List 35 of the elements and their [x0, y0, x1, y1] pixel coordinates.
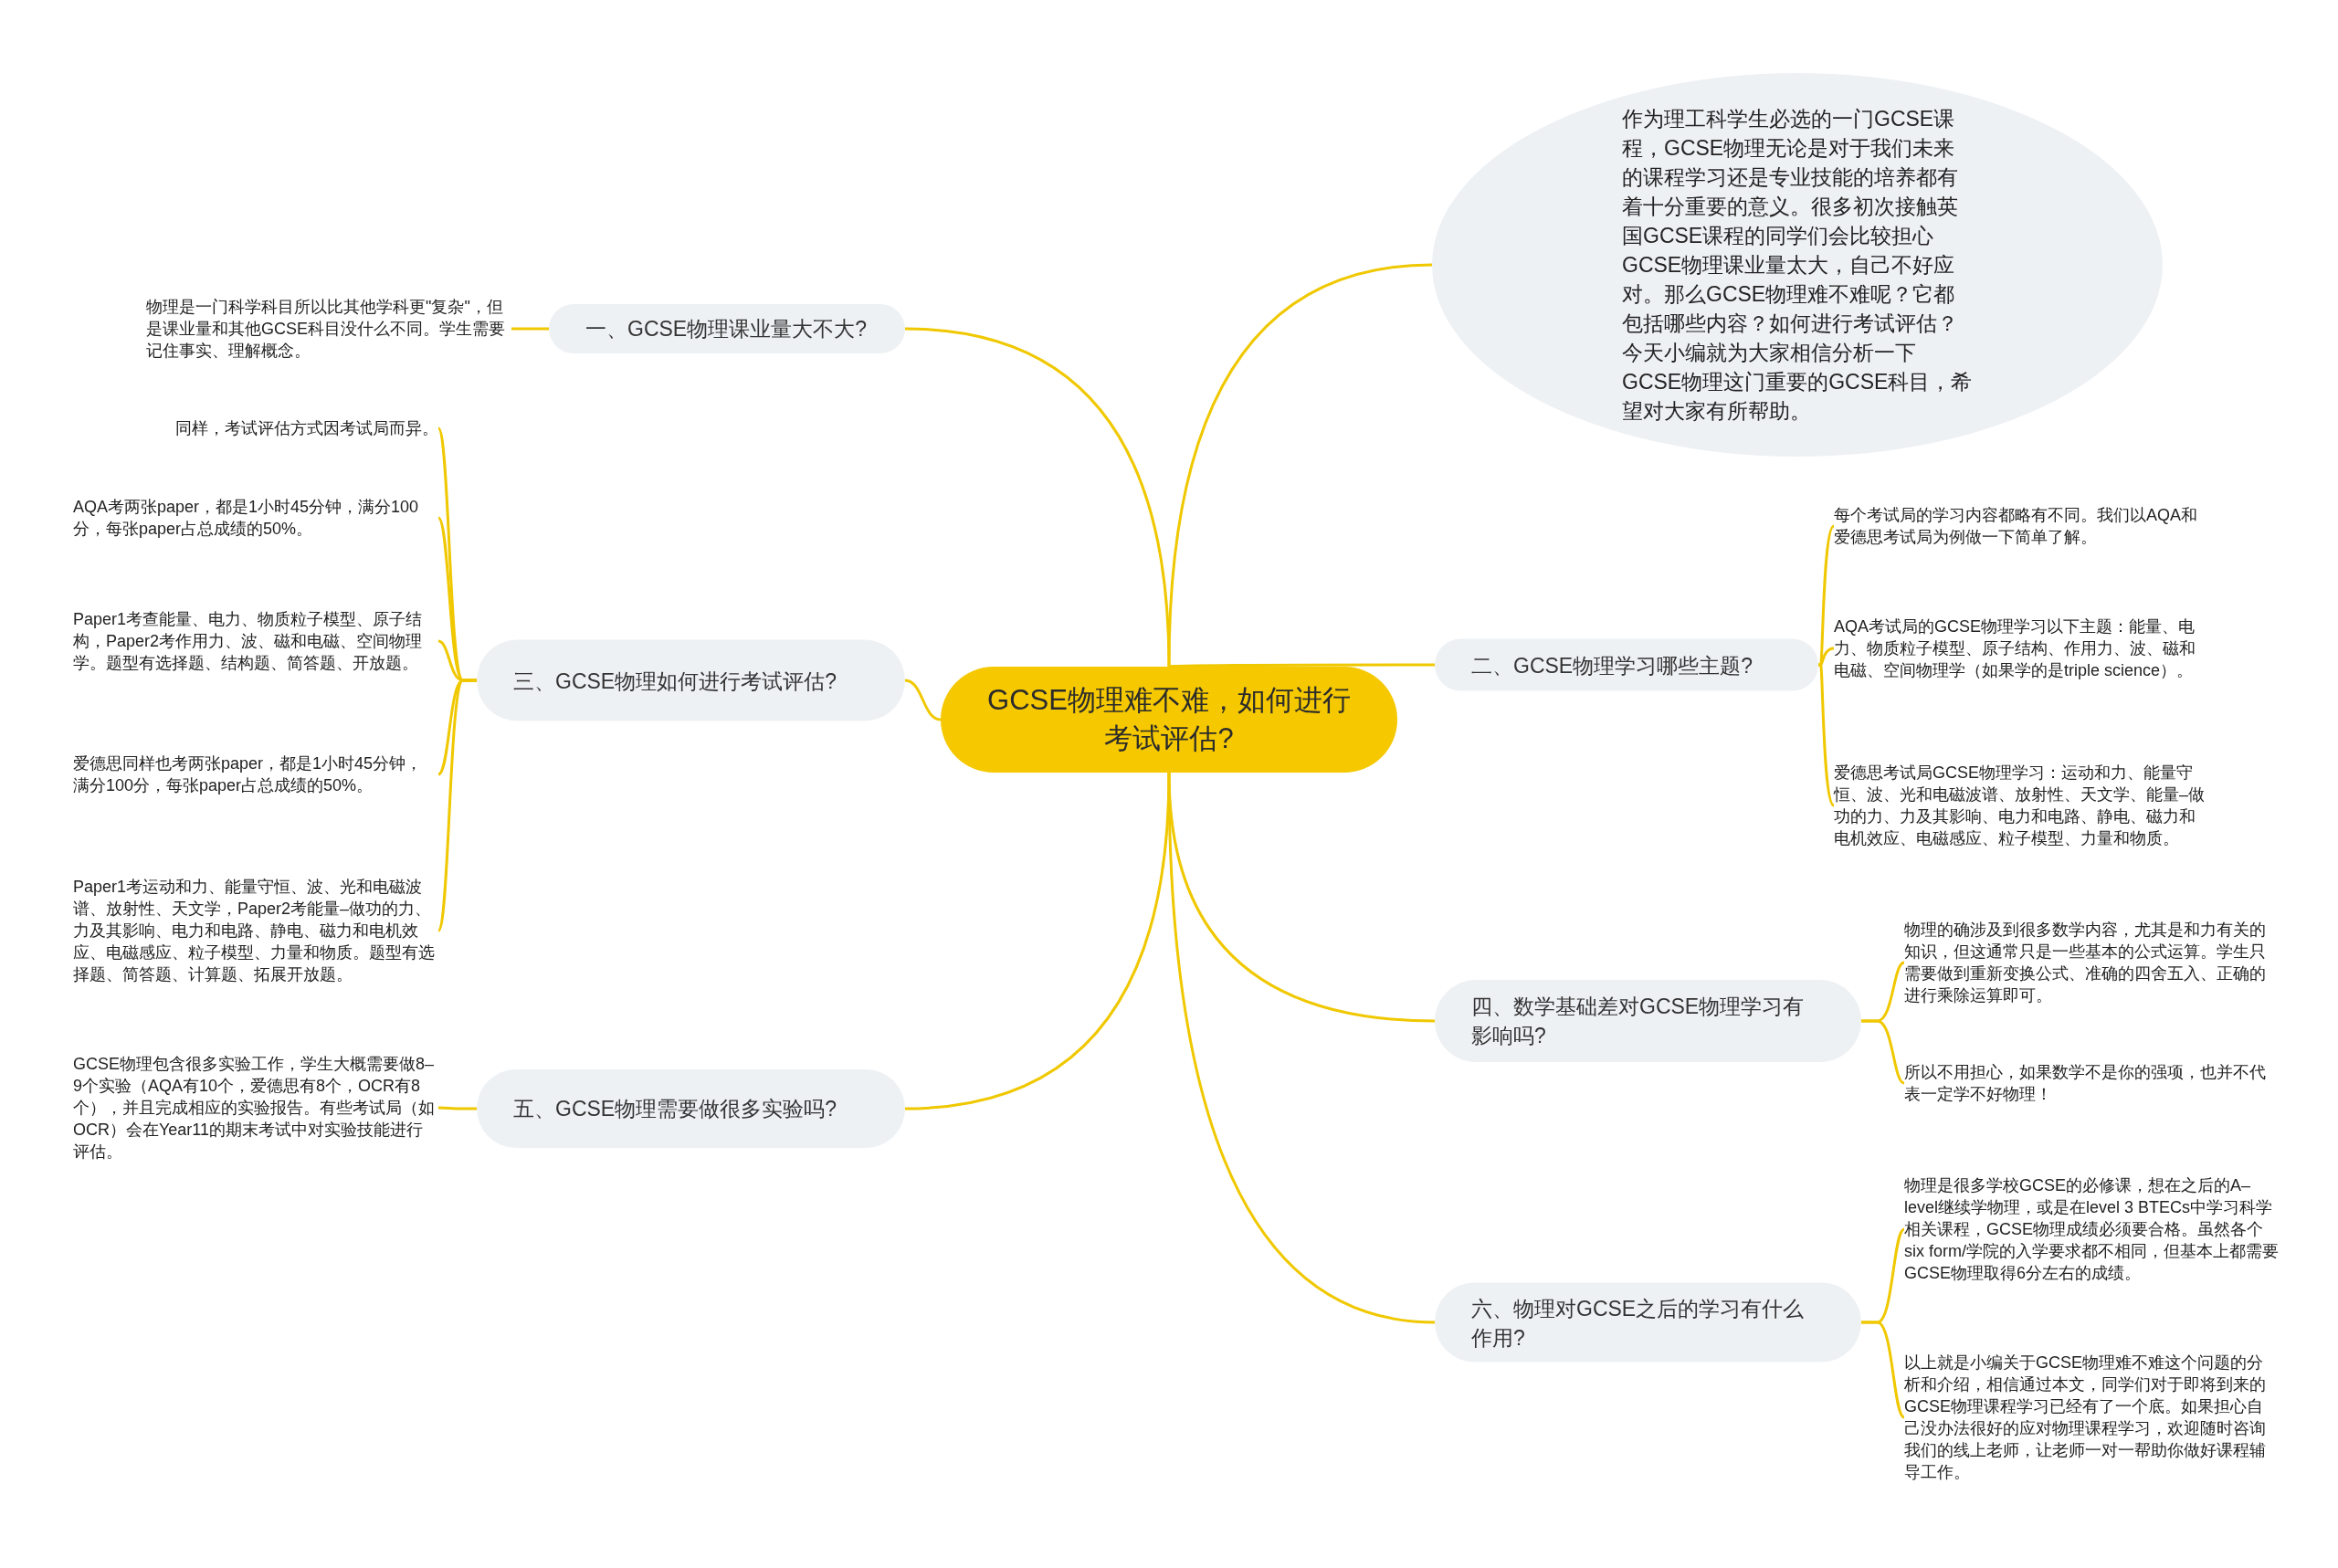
note-text: 物理是很多学校GCSE的必修课，想在之后的A–level继续学物理，或是在level 3 BTECs中学习科学相关课程，GCSE物理成绩必须要合格。虽然各个six form/学院的入学要求都不相同，但基本上都需要GCSE物理取得6分左右的成绩。 [1904, 1174, 2279, 1284]
intro-bubble: 作为理工科学生必选的一门GCSE课程，GCSE物理无论是对于我们未来的课程学习还是专业技能的培养都有着十分重要的意义。很多初次接触英国GCSE课程的同学们会比较担心GCSE物理课业量太大，自己不好应对。那么GCSE物理难不难呢？它都包括哪些内容？如何进行考试评估？今天小编就为大家相信分析一下GCSE物理这门重要的GCSE科目，希望对大家有所帮助。 [1432, 73, 2163, 457]
note-text: Paper1考运动和力、能量守恒、波、光和电磁波谱、放射性、天文学，Paper2考能量–做功的力、力及其影响、电力和电路、静电、磁力和电机效应、电磁感应、粒子模型、力量和物质。题型有选择题、简答题、计算题、拓展开放题。 [73, 876, 438, 985]
note-text: Paper1考查能量、电力、物质粒子模型、原子结构，Paper2考作用力、波、磁和电磁、空间物理学。题型有选择题、结构题、简答题、开放题。 [73, 608, 438, 674]
connector-line [1861, 1019, 1905, 1085]
note-text: AQA考试局的GCSE物理学习以下主题：能量、电力、物质粒子模型、原子结构、作用力、波、磁和电磁、空间物理学（如果学的是triple science）。 [1834, 616, 2208, 681]
note-text: 爱德思同样也考两张paper，都是1小时45分钟，满分100分，每张paper占总成绩的50%。 [73, 752, 438, 796]
connector-line [511, 327, 549, 331]
note-text: 以上就是小编关于GCSE物理难不难这个问题的分析和介绍，相信通过本文，同学们对于即将到来的GCSE物理课程学习已经有了一个底。如果担心自己没办法很好的应对物理课程学习，欢迎随时咨询我们的线上老师，让老师一对一帮助你做好课程辅导工作。 [1904, 1352, 2279, 1483]
connector-line [437, 679, 477, 931]
topic-pill: 一、GCSE物理课业量大不大? [549, 304, 905, 353]
connector-line [1817, 525, 1836, 667]
note-text: 爱德思考试局GCSE物理学习：运动和力、能量守恒、波、光和电磁波谱、放射性、天文学、能量–做功的力、力及其影响、电力和电路、静电、磁力和电机效应、电磁感应、粒子模型、力量和物质。 [1834, 762, 2208, 849]
connector-line [904, 327, 1171, 668]
note-text: 物理是一门科学科目所以比其他学科更"复杂"，但是课业量和其他GCSE科目没什么不同。学生需要记住事实、理解概念。 [146, 296, 511, 362]
note-text: 每个考试局的学习内容都略有不同。我们以AQA和爱德思考试局为例做一下简单了解。 [1834, 504, 2208, 548]
topic-pill: 四、数学基础差对GCSE物理学习有影响吗? [1435, 980, 1861, 1062]
topic-pill: 三、GCSE物理如何进行考试评估? [477, 639, 905, 721]
connector-line [904, 772, 1171, 1110]
connector-line [1167, 772, 1436, 1324]
connector-line [438, 1106, 477, 1110]
note-text: AQA考两张paper，都是1小时45分钟，满分100分，每张paper占总成绩的50%。 [73, 496, 438, 540]
connector-line [1167, 263, 1433, 668]
connector-line [1168, 663, 1435, 668]
topic-pill: 二、GCSE物理学习哪些主题? [1435, 638, 1818, 691]
note-text: GCSE物理包含很多实验工作，学生大概需要做8–9个实验（AQA有10个，爱德思有8个，OCR有8个），并且完成相应的实验报告。有些考试局（如OCR）会在Year11的期末考试中对实验技能进行评估。 [73, 1053, 438, 1163]
connector-line [1861, 1321, 1905, 1419]
topic-pill: 五、GCSE物理需要做很多实验吗? [477, 1069, 905, 1148]
note-text: 物理的确涉及到很多数学内容，尤其是和力有关的知识，但这通常只是一些基本的公式运算。学生只需要做到重新变换公式、准确的四舍五入、正确的进行乘除运算即可。 [1904, 919, 2279, 1006]
topic-pill: 六、物理对GCSE之后的学习有什么作用? [1435, 1282, 1861, 1363]
central-topic-pill: GCSE物理难不难，如何进行考试评估? [941, 667, 1397, 773]
connector-line [1817, 663, 1836, 806]
note-text: 同样，考试评估方式因考试局而异。 [175, 417, 438, 439]
note-text: 所以不用担心，如果数学不是你的强项，也并不代表一定学不好物理！ [1904, 1061, 2279, 1105]
connector-line [904, 679, 942, 721]
